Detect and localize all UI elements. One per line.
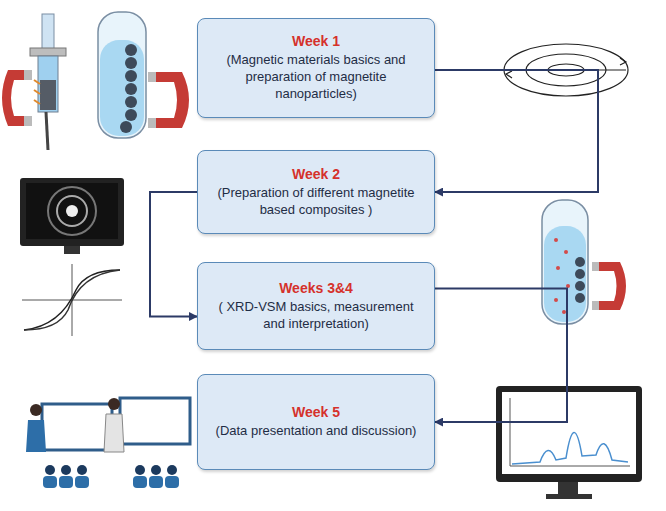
week-heading: Week 2: [292, 166, 340, 182]
week-heading: Week 5: [292, 404, 340, 420]
process-box: Week 5 (Data presentation and discussion): [197, 374, 435, 470]
process-box: Week 2 (Preparation of different magnetit…: [197, 150, 435, 234]
flow-arrow: [435, 70, 598, 192]
presenters-illustration: [26, 398, 190, 488]
process-box: Week 1 (Magnetic materials basics and pre…: [197, 18, 435, 118]
flow-arrow: [435, 288, 567, 422]
week-description: ( XRD-VSM basics, measurement and interp…: [208, 299, 424, 333]
week-heading: Week 1: [292, 33, 340, 49]
hysteresis-loop: [22, 264, 122, 336]
monitor-xrd: [496, 386, 642, 499]
tube-magnet-illustration: [542, 200, 626, 324]
flow-arrow: [150, 192, 197, 317]
week-heading: Weeks 3&4: [279, 280, 353, 296]
column-illustration: [2, 14, 66, 150]
week-description: (Data presentation and discussion): [216, 423, 417, 440]
week-description: (Magnetic materials basics and preparati…: [208, 52, 424, 103]
monitor-diffraction: [20, 178, 124, 254]
week-description: (Preparation of different magnetite base…: [208, 185, 424, 219]
process-box: Weeks 3&4 ( XRD-VSM basics, measurement a…: [197, 262, 435, 350]
test-tube-illustration: [98, 12, 189, 138]
